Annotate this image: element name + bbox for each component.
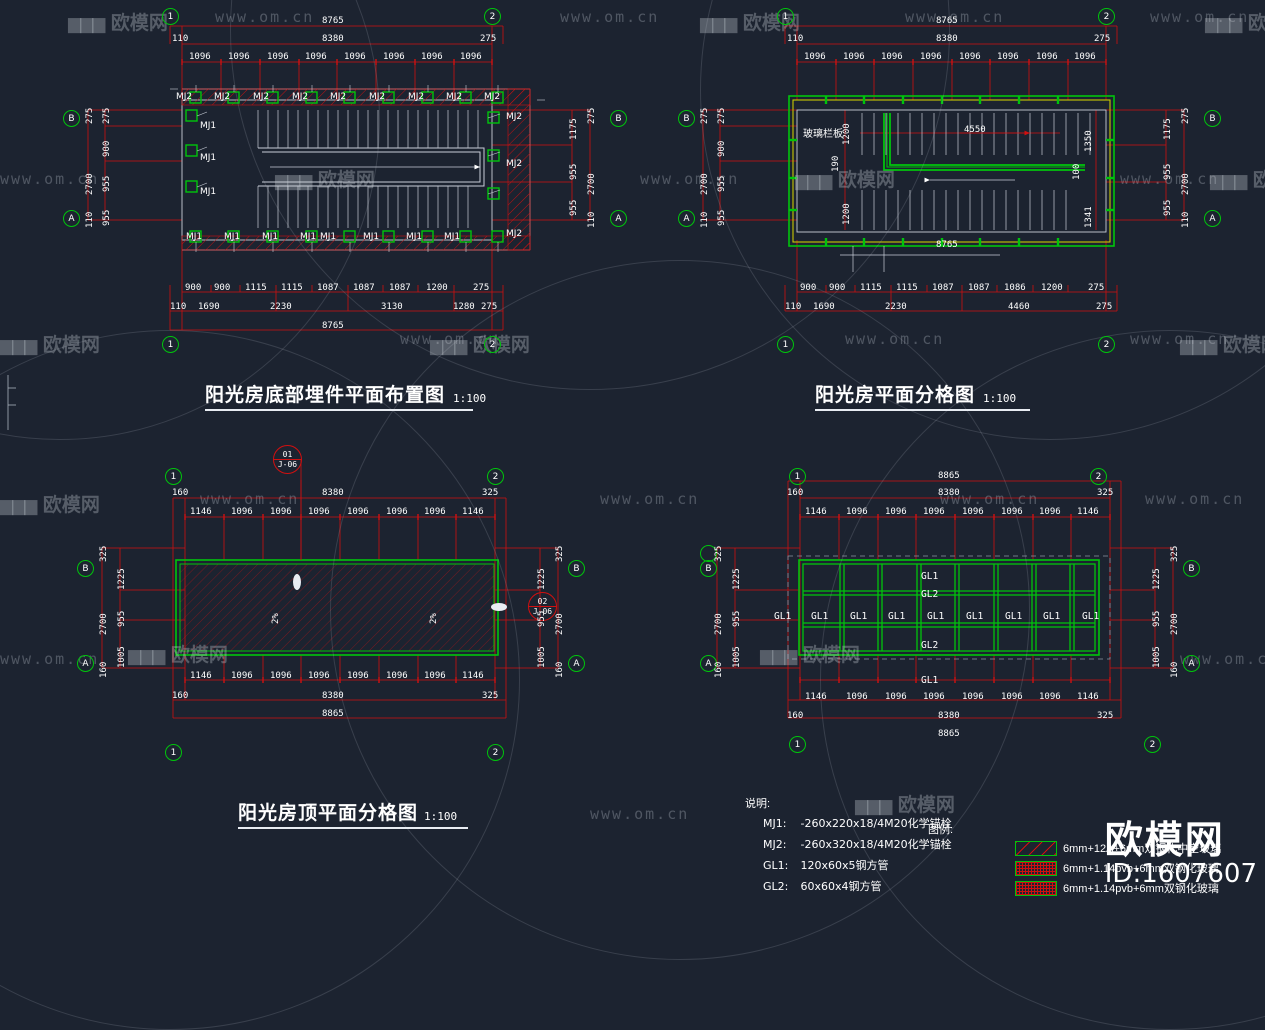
brand-watermark: 欧模网 ID:1607607	[1105, 822, 1257, 889]
brand-name: 欧模网	[1104, 820, 1225, 863]
notes-block: 说明: MJ1: -260x220x18/4M20化学锚栓 MJ2: -260x…	[745, 795, 952, 899]
legend-row: 6mm+1.14pvb+6mm双钢化玻璃	[1015, 860, 1221, 876]
notes-key: GL2:	[763, 880, 789, 893]
drawing-1-geometry	[87, 25, 591, 331]
notes-key: MJ2:	[763, 838, 787, 851]
drawing-4-geometry	[716, 480, 1174, 719]
notes-row: MJ1: -260x220x18/4M20化学锚栓	[745, 815, 952, 831]
drawing-3-geometry	[101, 460, 559, 719]
drawing-2-geometry	[702, 25, 1185, 312]
notes-value: -260x320x18/4M20化学锚栓	[800, 838, 952, 851]
legend-swatch-dense	[1015, 860, 1057, 876]
notes-heading: 说明:	[745, 798, 771, 810]
notes-row: GL2: 60x60x4钢方管	[745, 878, 952, 894]
notes-value: -260x220x18/4M20化学锚栓	[800, 817, 952, 830]
stray-marks	[7, 375, 16, 430]
legend-row: 6mm+12A+6mm双钢化中空玻璃	[1015, 840, 1221, 856]
legend-swatch-sparse	[1015, 840, 1057, 856]
legend-text: 6mm+1.14pvb+6mm双钢化玻璃	[1063, 863, 1219, 875]
brand-id: ID:1607607	[1104, 859, 1257, 890]
legend-swatch-dense-2	[1015, 880, 1057, 896]
legend-row: 6mm+1.14pvb+6mm双钢化玻璃	[1015, 880, 1221, 896]
legend-heading: 图例:	[928, 824, 954, 836]
notes-key: GL1:	[763, 859, 789, 872]
cad-canvas	[7, 25, 1185, 719]
legend-block: 6mm+12A+6mm双钢化中空玻璃 6mm+1.14pvb+6mm双钢化玻璃 …	[1015, 840, 1221, 900]
legend-text: 6mm+1.14pvb+6mm双钢化玻璃	[1063, 883, 1219, 895]
notes-row: GL1: 120x60x5钢方管	[745, 857, 952, 873]
notes-value: 60x60x4钢方管	[800, 880, 882, 893]
notes-key: MJ1:	[763, 817, 787, 830]
legend-text: 6mm+12A+6mm双钢化中空玻璃	[1063, 843, 1222, 855]
notes-value: 120x60x5钢方管	[800, 859, 889, 872]
notes-row: MJ2: -260x320x18/4M20化学锚栓	[745, 836, 952, 852]
